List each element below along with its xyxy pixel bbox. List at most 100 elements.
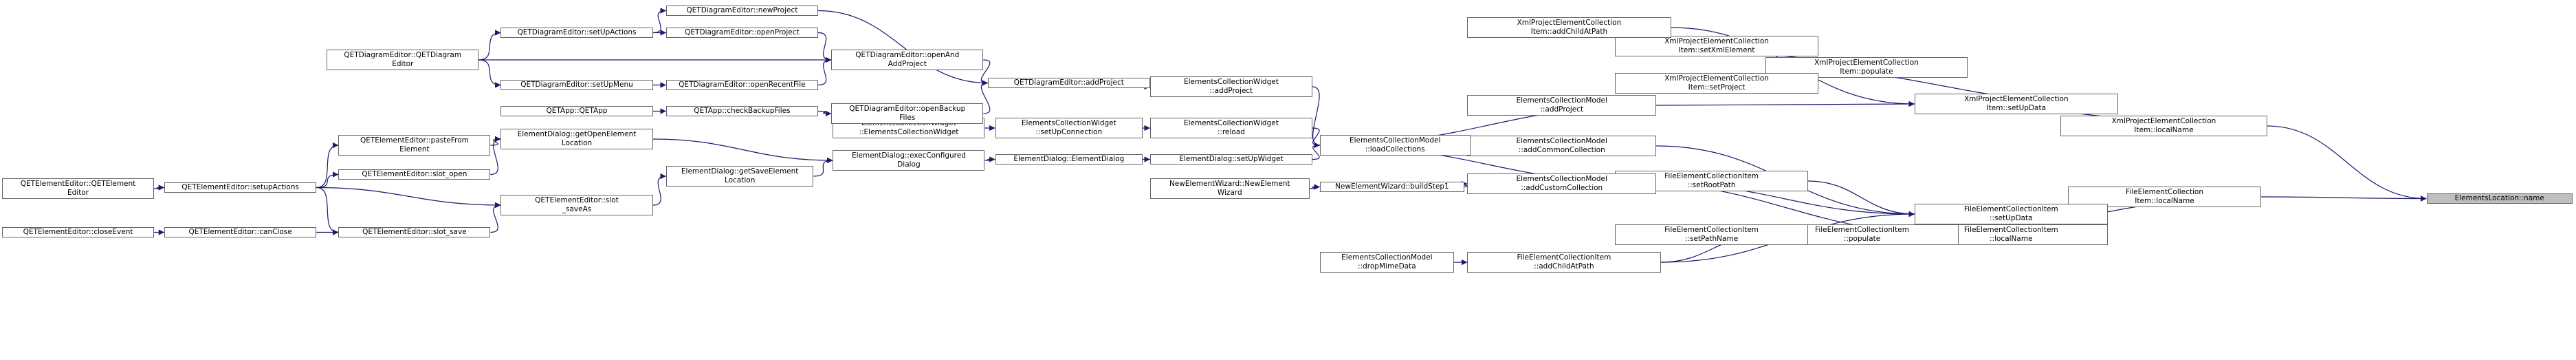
node-label-line: Editor: [67, 189, 89, 197]
node-label-line: QETDiagramEditor::openAnd: [855, 51, 960, 59]
node-label-line: FileElementCollectionItem: [1815, 226, 1909, 234]
node-label-line: Item::addChildAtPath: [1530, 28, 1608, 36]
node-label-line: Item::localName: [2135, 197, 2194, 205]
node-elementscollectionmodel-dropmimedata[interactable]: ElementsCollectionModel::dropMimeData: [1319, 252, 1455, 273]
node-qetelementeditor-canclose[interactable]: QETElementEditor::canClose: [164, 227, 317, 237]
node-label-line: QETElementEditor::QETElement: [20, 180, 136, 188]
node-qetelementeditor-setupactions[interactable]: QETElementEditor::setupActions: [164, 182, 317, 193]
node-label-line: QETApp::checkBackupFiles: [694, 107, 791, 115]
node-label-line: _saveAs: [562, 205, 592, 213]
node-label-line: ::addProject: [1540, 105, 1584, 114]
node-elementscollectionmodel-addproject[interactable]: ElementsCollectionModel::addProject: [1467, 95, 1657, 116]
node-label-line: FileElementCollectionItem: [1664, 226, 1759, 234]
node-label-line: Item::setXmlElement: [1678, 46, 1755, 54]
node-newelementwizard-buildstep1[interactable]: NewElementWizard::buildStep1: [1319, 182, 1465, 192]
node-label-line: NewElementWizard::NewElement: [1169, 180, 1290, 188]
node-label-line: Editor: [392, 60, 414, 68]
node-label-line: Wizard: [1217, 189, 1242, 197]
node-label-line: QETDiagramEditor::newProject: [686, 6, 798, 14]
node-qetdiagrameditor-newproject[interactable]: QETDiagramEditor::newProject: [665, 6, 818, 16]
node-label-line: QETDiagramEditor::openProject: [685, 28, 800, 36]
node-label-line: NewElementWizard::buildStep1: [1335, 182, 1449, 191]
node-label-line: XmlProjectElementCollection: [1517, 19, 1622, 27]
node-label-line: XmlProjectElementCollection: [1814, 59, 1919, 67]
node-label-line: ElementsCollectionModel: [1516, 137, 1607, 145]
node-elementscollectionmodel-addcustomcollection[interactable]: ElementsCollectionModel::addCustomCollec…: [1467, 173, 1657, 194]
node-qetelementeditor-slot-save[interactable]: QETElementEditor::slot_save: [338, 227, 491, 237]
node-elementscollectionwidget-setupconnection[interactable]: ElementsCollectionWidget::setUpConnectio…: [995, 118, 1143, 138]
node-fileelementcollectionitem-setupdata[interactable]: FileElementCollectionItem::setUpData: [1914, 204, 2108, 224]
node-label-line: FileElementCollectionItem: [1664, 172, 1759, 180]
node-label-line: FileElementCollection: [2126, 188, 2203, 196]
node-label-line: Item::localName: [2134, 126, 2194, 134]
edge-n_qee_setupactions-to-n_qee_pastefrom: [316, 142, 339, 189]
edge-n_qde_setupactions-to-n_qde_newproject: [652, 8, 666, 34]
edge-n_qee_setupactions-to-n_qee_slotopen: [316, 171, 339, 189]
node-label-line: ElementsCollectionWidget: [1183, 78, 1279, 86]
node-label-line: ElementDialog::getOpenElement: [517, 130, 637, 138]
node-label-line: ElementsLocation::name: [2454, 194, 2544, 202]
node-label-line: ElementDialog::getSaveElement: [681, 167, 799, 176]
node-label-line: ElementDialog::execConfigured: [851, 151, 966, 160]
node-qetdiagrameditor-setupactions[interactable]: QETDiagramEditor::setUpActions: [500, 28, 653, 38]
node-label-line: QETDiagramEditor::addProject: [1013, 78, 1124, 87]
node-label-line: QETDiagramEditor::openRecentFile: [679, 81, 806, 89]
node-label-line: QETDiagramEditor::openBackup: [849, 105, 966, 113]
node-elementdialog-setupwidget[interactable]: ElementDialog::setUpWidget: [1149, 154, 1312, 165]
node-label-line: QETElementEditor::canClose: [188, 228, 292, 236]
edge-n_qde_openrecent-to-n_qde_openandadd: [817, 56, 832, 86]
edge-n_qde_ctor-to-n_qde_setupactions: [478, 30, 501, 61]
node-qetdiagrameditor-openrecentfile[interactable]: QETDiagramEditor::openRecentFile: [665, 80, 818, 90]
node-elementscollectionwidget-addproject[interactable]: ElementsCollectionWidget::addProject: [1149, 76, 1312, 97]
edge-n_qee_setupactions-to-n_qee_slotsaveas: [316, 187, 501, 209]
node-label-line: FileElementCollectionItem: [1517, 253, 1611, 262]
node-qetelementeditor-closeevent[interactable]: QETElementEditor::closeEvent: [2, 227, 155, 237]
node-elementscollectionwidget-reload[interactable]: ElementsCollectionWidget::reload: [1149, 118, 1312, 138]
node-label-line: ::localName: [1990, 235, 2033, 243]
node-elementdialog-constructor[interactable]: ElementDialog::ElementDialog: [995, 154, 1143, 165]
node-label-line: XmlProjectElementCollection: [1664, 37, 1769, 45]
node-label-line: AddProject: [888, 60, 927, 68]
node-qetdiagrameditor-addproject[interactable]: QETDiagramEditor::addProject: [987, 78, 1150, 88]
node-label-line: Element: [399, 145, 430, 153]
node-qetdiagrameditor-openproject[interactable]: QETDiagramEditor::openProject: [665, 28, 818, 38]
node-qetelementeditor-slot-saveas[interactable]: QETElementEditor::slot_saveAs: [500, 195, 653, 215]
node-qetelementeditor-slot-open[interactable]: QETElementEditor::slot_open: [338, 169, 491, 180]
node-qetapp-checkbackupfiles[interactable]: QETApp::checkBackupFiles: [665, 106, 818, 116]
node-label-line: ::setPathName: [1684, 235, 1739, 243]
node-label-line: ElementDialog::ElementDialog: [1013, 155, 1125, 163]
node-qetapp-constructor[interactable]: QETApp::QETApp: [500, 106, 653, 116]
node-label-line: XmlProjectElementCollection: [1664, 74, 1769, 83]
node-label-line: QETElementEditor::pasteFrom: [360, 136, 469, 145]
edge-n_qee_slotopen-to-n_ed_getopen: [490, 136, 501, 176]
edge-n_ecm_addproject-to-n_xpeci_setupdata: [1656, 100, 1915, 107]
node-elementscollectionmodel-loadcollections[interactable]: ElementsCollectionModel::loadCollections: [1319, 135, 1471, 156]
node-fileelementcollectionitem-addchildatpath[interactable]: FileElementCollectionItem::addChildAtPat…: [1467, 252, 1661, 273]
node-elementscollectionmodel-addcommoncollection[interactable]: ElementsCollectionModel::addCommonCollec…: [1467, 136, 1657, 156]
node-label-line: ::loadCollections: [1365, 145, 1425, 153]
edge-n_qde_newproject-to-n_qde_addproject: [817, 10, 988, 86]
node-elementslocation-name[interactable]: ElementsLocation::name: [2426, 193, 2573, 204]
node-label-line: Files: [899, 114, 916, 122]
node-label-line: ::dropMimeData: [1358, 262, 1416, 271]
node-label-line: QETElementEditor::slot_save: [362, 228, 467, 236]
node-fileelementcollectionitem-setpathname[interactable]: FileElementCollectionItem::setPathName: [1614, 224, 1809, 245]
node-label-line: QETDiagramEditor::setUpActions: [517, 28, 637, 36]
node-qetdiagrameditor-setupmenu[interactable]: QETDiagramEditor::setUpMenu: [500, 80, 653, 90]
node-label-line: ElementsCollectionModel: [1516, 96, 1607, 105]
